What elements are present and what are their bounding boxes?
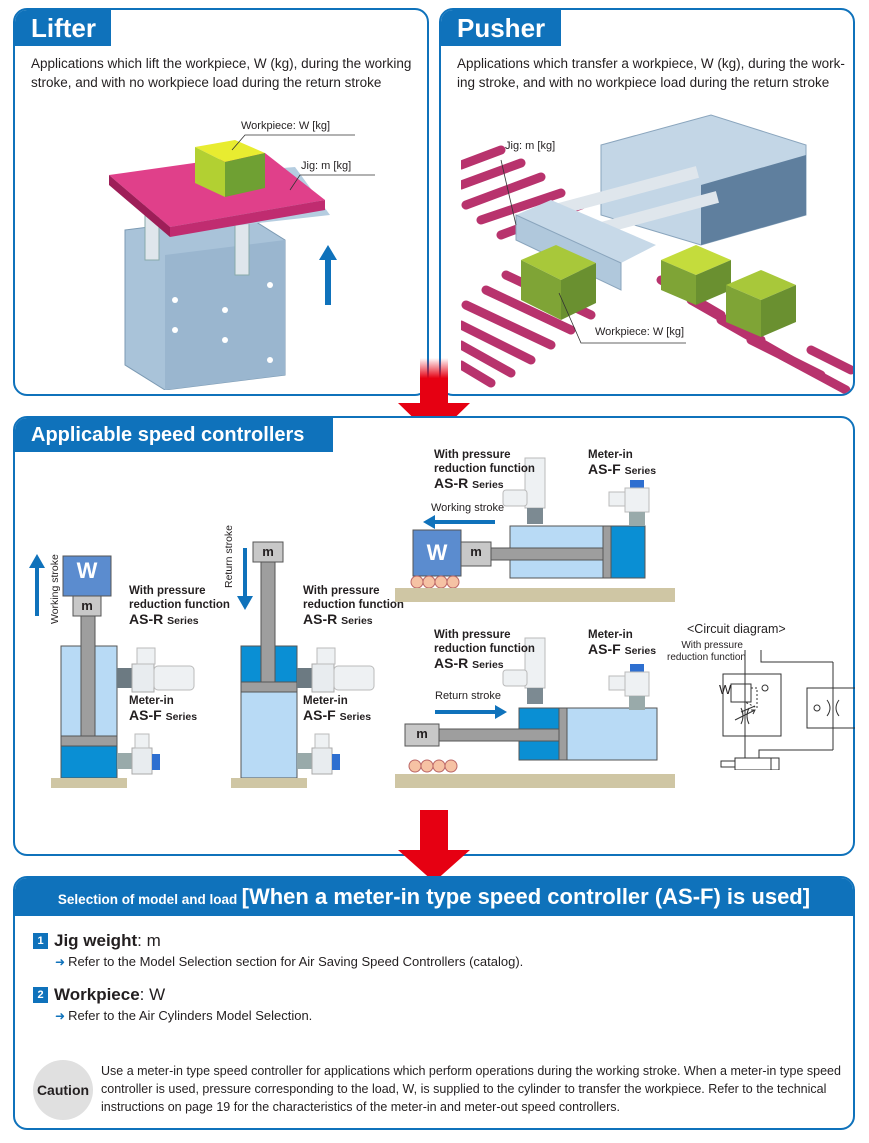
asf-label: Meter-in AS-F Series: [588, 629, 657, 657]
pusher-description: Applications which transfer a workpiece,…: [457, 56, 845, 90]
vertical-cylinder-diagrams: [29, 541, 375, 788]
item-number-badge: 2: [33, 987, 48, 1003]
asr-valve: [502, 457, 546, 524]
asr-valve: [117, 647, 195, 693]
lifter-illustration: [109, 134, 375, 390]
circuit-diagram-title: <Circuit diagram>: [687, 622, 786, 636]
load-m-label: m: [262, 544, 274, 559]
lifter-panel: Lifter Applications which lift the workp…: [13, 8, 429, 396]
selection-header: Selection of model and load [When a mete…: [15, 878, 853, 916]
selection-item: 1 Jig weight: m ➜Refer to the Model Selec…: [33, 930, 523, 972]
item-number-badge: 1: [33, 933, 48, 949]
selection-header-small: Selection of model and load: [57, 892, 238, 907]
asf-label: Meter-in AS-F Series: [303, 695, 372, 723]
selection-item: 2 Workpiece: W ➜Refer to the Air Cylinder…: [33, 984, 312, 1026]
workpiece-block: [195, 140, 265, 197]
asf-label: Meter-in AS-F Series: [588, 449, 657, 477]
lifter-title: Lifter: [15, 10, 111, 46]
item-name: Workpiece: [54, 985, 140, 1004]
asr-valve: [297, 647, 375, 693]
load-m-label: m: [470, 544, 482, 559]
arrow-right-icon: ➜: [55, 955, 66, 969]
asf-valve: [297, 733, 340, 775]
circuit-diagram: [720, 650, 855, 770]
pusher-title: Pusher: [441, 10, 561, 46]
item-symbol: : m: [137, 931, 161, 950]
return-stroke-arrow-icon: [435, 705, 507, 719]
circuit-w-label: W: [719, 682, 732, 697]
item-symbol: : W: [139, 985, 166, 1004]
down-arrow-icon: [398, 810, 470, 882]
item-name: Jig weight: [54, 931, 138, 950]
lifter-jig-callout: Jig: m [kg]: [301, 160, 352, 172]
working-stroke-arrow-icon: [29, 554, 45, 616]
pusher-illustration: [461, 114, 853, 394]
selection-panel: Selection of model and load [When a mete…: [13, 876, 855, 1130]
asr-valve: [502, 637, 546, 704]
working-stroke-label: Working stroke: [49, 554, 61, 624]
workpiece-block: [726, 270, 796, 337]
asf-label: Meter-in AS-F Series: [129, 695, 198, 723]
load-m-label: m: [416, 726, 428, 741]
asf-valve: [117, 733, 160, 775]
pusher-workpiece-callout: Workpiece: W [kg]: [595, 326, 685, 338]
speed-controllers-title: Applicable speed controllers: [15, 418, 333, 452]
caution-text: Use a meter-in type speed controller for…: [101, 1064, 841, 1114]
return-stroke-label: Return stroke: [223, 524, 235, 588]
load-m-label: m: [81, 598, 93, 613]
return-stroke-arrow-icon: [237, 548, 253, 610]
workpiece-block: [661, 245, 731, 305]
lifter-workpiece-callout: Workpiece: W [kg]: [241, 120, 331, 132]
lifter-description: Applications which lift the workpiece, W…: [31, 56, 412, 90]
pusher-jig-callout: Jig: m [kg]: [505, 140, 556, 152]
return-stroke-label: Return stroke: [435, 690, 502, 702]
asf-valve: [608, 664, 650, 710]
up-arrow-icon: [319, 245, 337, 305]
horizontal-cylinder-diagrams: [395, 457, 675, 788]
working-stroke-label: Working stroke: [431, 502, 505, 514]
selection-header-big: [When a meter-in type speed controller (…: [241, 884, 811, 909]
item-reference: Refer to the Air Cylinders Model Selecti…: [68, 1008, 313, 1023]
pusher-panel: Pusher Applications which transfer a wor…: [439, 8, 855, 396]
arrow-right-icon: ➜: [55, 1009, 66, 1023]
load-w-label: W: [76, 558, 98, 583]
caution-badge: Caution: [33, 1060, 93, 1120]
asf-valve: [608, 480, 650, 526]
working-stroke-arrow-icon: [423, 515, 495, 529]
speed-controllers-panel: Applicable speed controllers: [13, 416, 855, 856]
workpiece-block: [521, 245, 596, 320]
item-reference: Refer to the Model Selection section for…: [68, 954, 524, 969]
load-w-label: W: [426, 540, 448, 565]
